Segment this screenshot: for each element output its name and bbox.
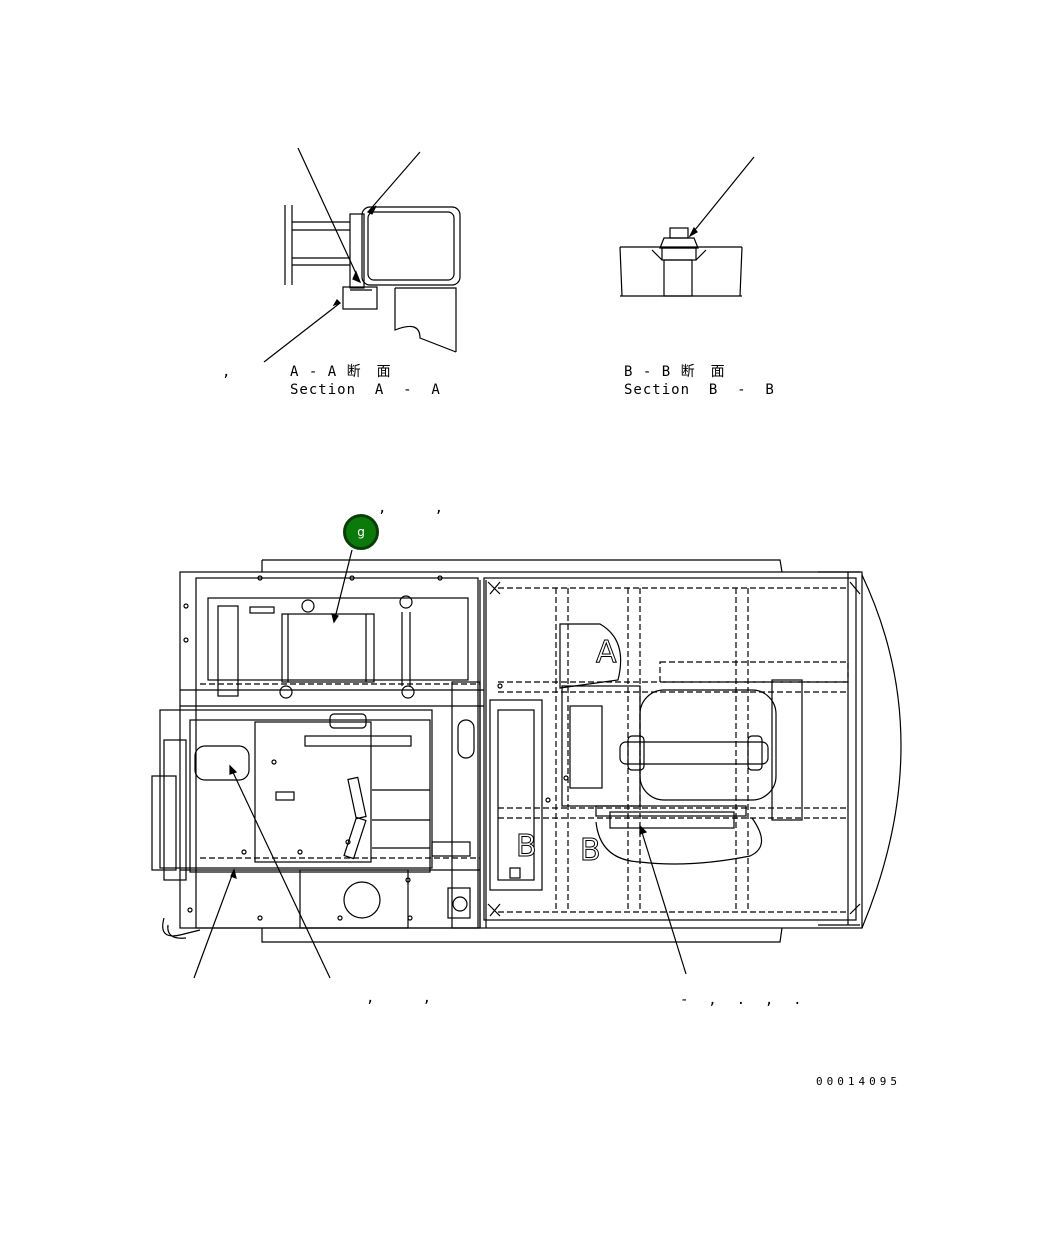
section-bb-detail [619, 156, 755, 297]
section-bb-title-jp: B - B 断 面 [624, 364, 726, 380]
callout-badge[interactable]: g [343, 514, 379, 550]
top-marks: , , [378, 500, 445, 516]
section-aa-detail [263, 147, 461, 363]
view-label-b1: B [516, 829, 537, 864]
view-label-b2: B [580, 833, 601, 868]
section-bb-title-en: Section B - B [624, 382, 775, 398]
bottom-marks-right: - , . , . [680, 992, 803, 1008]
section-aa-title-en: Section A - A [290, 382, 441, 398]
view-label-a: A [596, 635, 617, 670]
drawing-number: 00014095 [816, 1075, 901, 1088]
main-plan-view [151, 549, 902, 979]
section-aa-comma: , [222, 364, 232, 380]
section-aa-title-jp: A - A 断 面 [290, 364, 392, 380]
bottom-marks-left: , , [366, 990, 433, 1006]
